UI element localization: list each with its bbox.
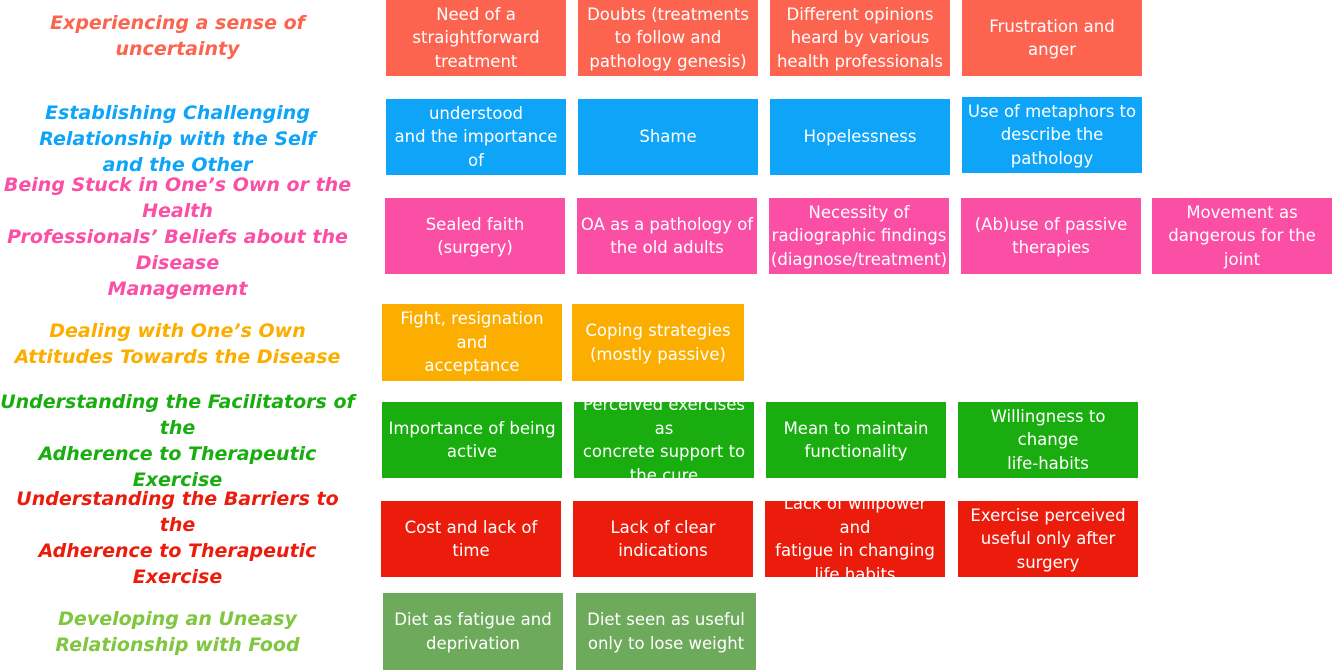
subtheme-box: Lack of clear indications — [573, 501, 753, 577]
subtheme-box: Fight, resignation and acceptance — [382, 304, 562, 381]
subtheme-box: Hopelessness — [770, 99, 950, 175]
subtheme-box: Mean to maintain functionality — [766, 402, 946, 478]
subtheme-box: Not being understood and the importance … — [386, 80, 566, 193]
subtheme-box: Frustration and anger — [962, 0, 1142, 76]
subtheme-box: Importance of being active — [382, 402, 562, 478]
subtheme-box: Sealed faith (surgery) — [385, 198, 565, 274]
theme-label-uncertainty: Experiencing a sense of uncertainty — [50, 12, 305, 60]
subtheme-box: Exercise perceived useful only after sur… — [958, 501, 1138, 577]
theme-label-facilitators: Understanding the Facilitators of the Ad… — [0, 391, 355, 491]
subtheme-box: Diet as fatigue and deprivation — [383, 593, 563, 670]
theme-label-attitudes: Dealing with One’s Own Attitudes Towards… — [14, 320, 341, 368]
subtheme-box: Perceived exercises as concrete support … — [574, 395, 754, 485]
theme-label-barriers: Understanding the Barriers to the Adhere… — [16, 488, 339, 588]
subtheme-box: Lack of willpower and fatigue in changin… — [765, 494, 945, 584]
subtheme-box: Cost and lack of time — [381, 501, 561, 577]
theme-label-stuck: Being Stuck in One’s Own or the Health P… — [3, 174, 352, 300]
subtheme-box: Different opinions heard by various heal… — [770, 0, 950, 76]
subtheme-box: Doubts (treatments to follow and patholo… — [578, 0, 758, 76]
subtheme-box: Willingness to change life-habits — [958, 402, 1138, 478]
theme-label-food: Developing an Uneasy Relationship with F… — [55, 608, 300, 656]
subtheme-box: Use of metaphors to describe the patholo… — [962, 97, 1142, 173]
subtheme-box: Shame — [578, 99, 758, 175]
subtheme-box: OA as a pathology of the old adults — [577, 198, 757, 274]
subtheme-box: Necessity of radiographic findings (diag… — [769, 198, 949, 274]
theme-label-relationship: Establishing Challenging Relationship wi… — [39, 102, 316, 176]
subtheme-box: Need of a straightforward treatment — [386, 0, 566, 76]
subtheme-box: (Ab)use of passive therapies — [961, 198, 1141, 274]
subtheme-box: Coping strategies (mostly passive) — [572, 304, 744, 381]
subtheme-box: Diet seen as useful only to lose weight — [576, 593, 756, 670]
subtheme-box: Movement as dangerous for the joint — [1152, 198, 1332, 274]
